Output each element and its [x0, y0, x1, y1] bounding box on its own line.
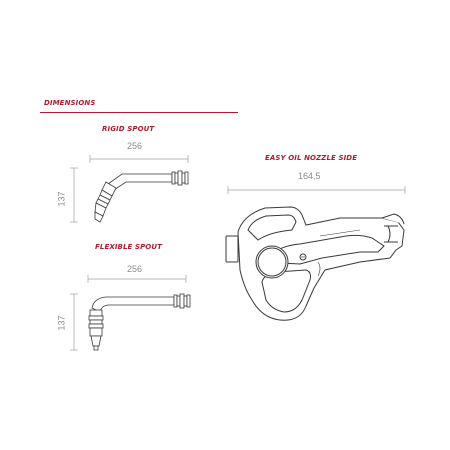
rigid-spout-width-dimension-line — [89, 155, 189, 163]
rigid-spout-width-label: 256 — [127, 141, 143, 151]
flexible-spout-width-label: 256 — [127, 264, 143, 274]
nozzle-width-dimension-line — [227, 186, 406, 194]
rigid-spout-title: RIGID SPOUT — [102, 125, 155, 133]
flexible-spout-illustration — [88, 293, 191, 351]
rigid-spout-illustration — [94, 170, 189, 223]
section-title: DIMENSIONS — [44, 99, 96, 107]
flexible-spout-height-dimension-line — [70, 293, 78, 351]
nozzle-width-label: 164,5 — [298, 171, 321, 181]
rigid-spout-height-dimension-line — [70, 167, 78, 223]
nozzle-title: EASY OIL NOZZLE SIDE — [265, 154, 358, 162]
flexible-spout-width-dimension-line — [87, 275, 187, 283]
section-title-underline — [40, 112, 238, 113]
easy-oil-nozzle-illustration — [225, 206, 405, 321]
flexible-spout-title: FLEXIBLE SPOUT — [95, 243, 163, 251]
